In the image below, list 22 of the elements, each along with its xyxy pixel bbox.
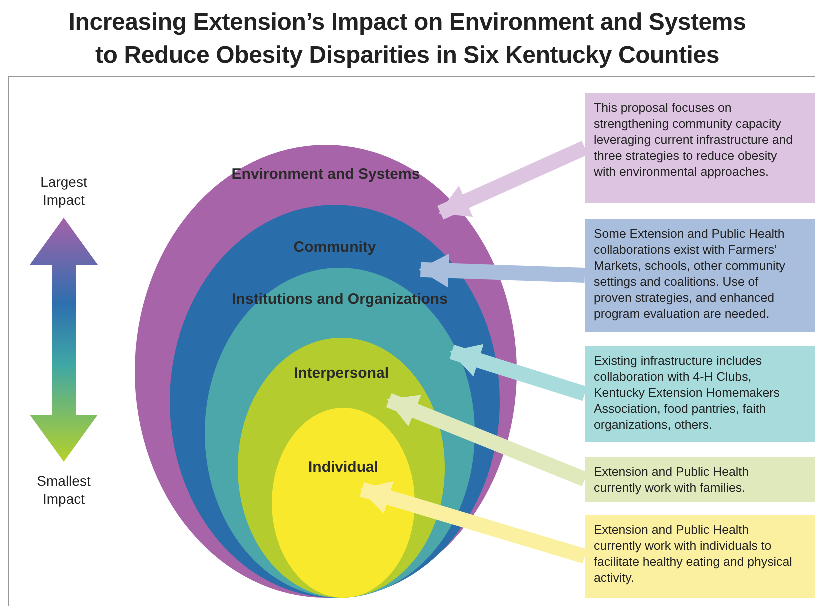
- title: Increasing Extension’s Impact on Environment and Systems to Reduce Obesity Disparities in Six Kentucky Counties: [68, 8, 748, 71]
- callout-text: Existing infrastructure includes collaboration with 4-H Clubs, Kentucky Extension Homemakers Association, food pantries, faith organizations, others.: [594, 353, 781, 433]
- arrow: [360, 481, 588, 564]
- callout-box: [585, 346, 815, 442]
- callout-text: This proposal focuses on strengthening community capacity leveraging current infrastructure and three strategies to reduce obesity with environmental approaches.: [594, 100, 794, 180]
- callout-box: [585, 515, 815, 598]
- level-label: Environment and Systems: [230, 165, 422, 184]
- level-label: Interpersonal: [292, 364, 390, 383]
- level-label: Community: [292, 238, 378, 257]
- callout-box: [585, 219, 815, 332]
- callout-text: Extension and Public Health currently work with individuals to facilitate healthy eating and physical activity.: [594, 522, 794, 586]
- callout-box: [585, 93, 815, 203]
- callout-text: Extension and Public Health currently work with families.: [594, 464, 750, 496]
- level-label: Individual: [307, 458, 380, 477]
- level-label: Institutions and Organizations: [231, 290, 449, 309]
- arrow: [450, 344, 588, 402]
- impact-label: Largest Impact: [40, 173, 88, 209]
- callout-text: Some Extension and Public Health collaborations exist with Farmers’ Markets, schools, other community settings and coalitions. Use of proven strategies, and enhanced program evaluation are needed.: [594, 226, 786, 322]
- callout-box: [585, 457, 815, 502]
- arrow: [386, 393, 588, 486]
- impact-label: Smallest Impact: [36, 472, 92, 508]
- arrow: [418, 254, 586, 288]
